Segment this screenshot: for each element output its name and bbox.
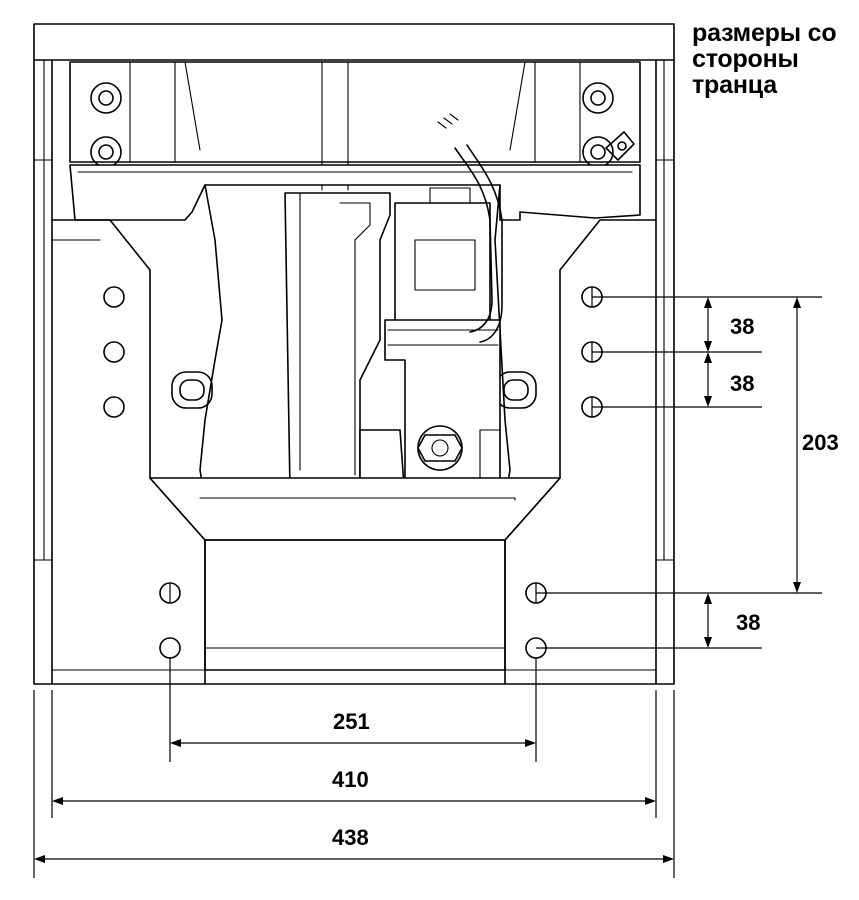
dim-label-438: 438 — [332, 825, 369, 850]
upper-crossbeam — [69, 164, 641, 221]
dim-label-38-upper-a: 38 — [730, 314, 754, 339]
horizontal-dimensions — [33, 658, 675, 878]
dim-label-203: 203 — [802, 430, 839, 455]
caption-line-3: транца — [692, 71, 777, 99]
caption-line-2: стороны — [692, 45, 799, 73]
vertical-dimensions — [536, 296, 822, 649]
left-holes — [103, 286, 125, 418]
dimension-labels: 38 38 203 38 251 410 438 — [332, 314, 839, 850]
tilt-mechanism — [199, 113, 511, 501]
dim-label-38-upper-b: 38 — [730, 371, 754, 396]
top-bolts — [90, 82, 635, 168]
dim-label-38-lower: 38 — [736, 610, 760, 635]
diagram-caption: размеры со стороны транца — [692, 20, 857, 98]
lower-crossbeam — [149, 477, 561, 671]
dim-label-410: 410 — [332, 767, 369, 792]
clamp-outer-frame — [33, 23, 675, 685]
dim-label-251: 251 — [333, 709, 370, 734]
caption-line-1: размеры со — [692, 19, 837, 47]
right-holes — [525, 286, 603, 659]
